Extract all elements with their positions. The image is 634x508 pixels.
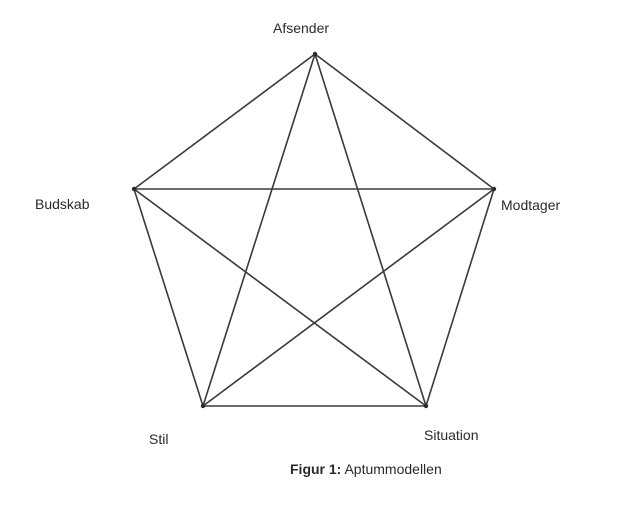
- diagram-nodes: [131, 51, 497, 409]
- node-label-situation: Situation: [424, 427, 479, 443]
- edge-modtager-stil: [202, 188, 495, 407]
- edge-afsender-modtager: [314, 53, 495, 190]
- figure-caption-text: Aptummodellen: [344, 461, 442, 477]
- node-situation: [423, 403, 429, 409]
- edge-modtager-situation: [425, 188, 495, 407]
- node-stil: [200, 403, 206, 409]
- node-label-modtager: Modtager: [501, 197, 561, 213]
- edge-afsender-situation: [314, 53, 427, 407]
- edge-budskab-stil: [133, 188, 204, 407]
- node-label-stil: Stil: [149, 431, 169, 447]
- figure-caption: Figur 1: Aptummodellen: [290, 461, 442, 477]
- node-label-budskab: Budskab: [35, 196, 90, 212]
- node-budskab: [131, 186, 137, 192]
- figure-caption-prefix: Figur 1:: [290, 461, 342, 477]
- node-label-afsender: Afsender: [273, 20, 330, 36]
- diagram-edges: [133, 53, 495, 407]
- edge-afsender-budskab: [133, 53, 316, 190]
- edge-budskab-situation: [133, 188, 427, 407]
- node-afsender: [312, 51, 318, 57]
- node-modtager: [491, 186, 497, 192]
- edge-afsender-stil: [202, 53, 316, 407]
